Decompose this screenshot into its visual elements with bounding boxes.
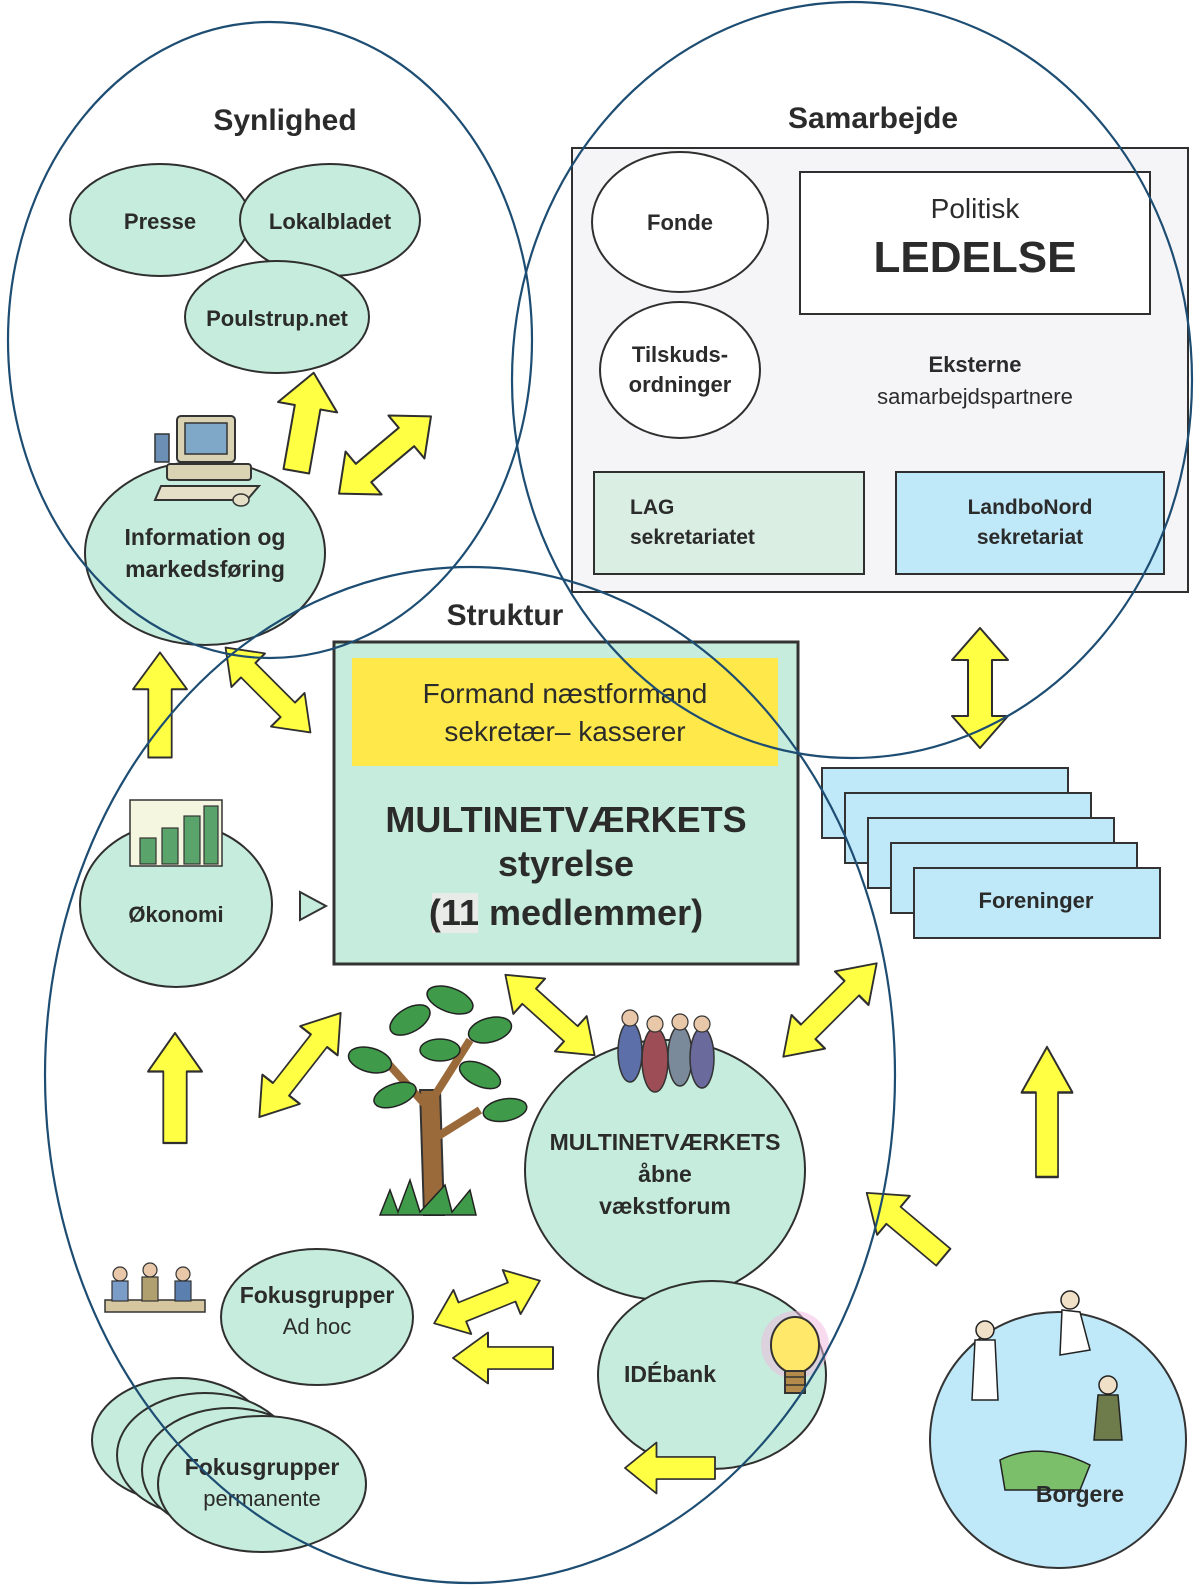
synlighed-circle xyxy=(6,20,534,660)
poulstrup-label: Poulstrup.net xyxy=(206,306,348,331)
member-count: 11 xyxy=(441,892,479,933)
arrow-info-board xyxy=(207,629,329,751)
arrow-borgere-to-vaekstforum xyxy=(849,1172,961,1278)
bar-chart-icon xyxy=(129,799,223,867)
arrow-idebank-to-fokus xyxy=(452,1331,554,1385)
lag-label-2: sekretariatet xyxy=(630,526,755,549)
struktur-circle xyxy=(43,565,897,1585)
board-title-3-prefix: ( xyxy=(429,892,441,933)
lag-box xyxy=(593,471,865,575)
borgere-oval xyxy=(929,1311,1187,1569)
vaekstforum-label-1: MULTINETVÆRKETS xyxy=(550,1129,781,1155)
officers-label-1: Formand næstformand xyxy=(423,678,708,709)
arrow-vaekstforum-foreninger xyxy=(765,945,895,1075)
landbonord-label-1: LandboNord xyxy=(968,496,1093,519)
okonomi-pointer xyxy=(299,890,329,922)
politisk-ledelse-box xyxy=(799,171,1151,315)
poulstrup-oval xyxy=(184,260,370,374)
synlighed-title: Synlighed xyxy=(213,104,356,137)
samarbejde-circle xyxy=(510,0,1194,760)
fokus-adhoc-oval xyxy=(220,1248,414,1386)
arrow-info-samarbejde xyxy=(320,393,450,517)
samarbejde-title: Samarbejde xyxy=(788,102,958,135)
people-icon xyxy=(971,1290,1123,1491)
tilskud-oval xyxy=(599,301,761,439)
okonomi-label: Økonomi xyxy=(128,902,223,927)
foreninger-card-5 xyxy=(913,867,1161,939)
crowd-icon xyxy=(617,1009,715,1093)
arrow-board-vaekstforum xyxy=(488,956,612,1074)
lokalbladet-label: Lokalbladet xyxy=(269,209,392,234)
fokus-perm-label-2: permanente xyxy=(203,1486,320,1511)
ledelse-label: LEDELSE xyxy=(874,233,1077,282)
computer-icon xyxy=(153,415,262,507)
eksterne-label-2: samarbejdspartnere xyxy=(877,384,1073,409)
member-count-highlight xyxy=(432,893,478,933)
lightbulb-icon xyxy=(761,1311,829,1394)
landbonord-label-2: sekretariat xyxy=(977,526,1083,549)
vaekstforum-label-2: åbne xyxy=(638,1161,692,1187)
board-title-1: MULTINETVÆRKETS xyxy=(385,799,746,840)
officers-label-2: sekretær– kasserer xyxy=(444,716,685,747)
tree-icon xyxy=(347,985,528,1216)
tilskud-label-1: Tilskuds- xyxy=(632,342,728,367)
arrow-fokus-board xyxy=(239,997,361,1133)
board-title-3-suffix: medlemmer) xyxy=(479,892,703,933)
arrow-fokus-to-okonomi xyxy=(146,1031,204,1145)
information-label-1: Information og xyxy=(125,524,286,550)
arrow-borgere-to-foreninger xyxy=(1020,1045,1074,1179)
lag-label-1: LAG xyxy=(630,496,674,519)
vaekstforum-label-3: vækstforum xyxy=(599,1193,731,1219)
fokus-perm-label-1: Fokusgrupper xyxy=(185,1454,340,1480)
idebank-label: IDÉbank xyxy=(624,1360,716,1387)
tilskud-label-2: ordninger xyxy=(629,372,732,397)
politisk-label: Politisk xyxy=(931,193,1021,224)
struktur-title: Struktur xyxy=(447,599,564,632)
information-label-2: markedsføring xyxy=(125,556,285,582)
fonde-oval xyxy=(591,151,769,293)
arrow-info-to-poulstrup xyxy=(265,366,345,478)
eksterne-label-1: Eksterne xyxy=(929,352,1022,377)
foreninger-label: Foreninger xyxy=(979,888,1094,913)
fonde-label: Fonde xyxy=(647,210,713,235)
board-title-2: styrelse xyxy=(498,843,634,884)
borgere-label: Borgere xyxy=(1036,1481,1124,1507)
fokus-adhoc-label-1: Fokusgrupper xyxy=(240,1282,395,1308)
fokus-adhoc-label-2: Ad hoc xyxy=(283,1314,352,1339)
landbonord-box xyxy=(895,471,1165,575)
fokus-permanent-oval xyxy=(157,1415,367,1553)
meeting-icon xyxy=(104,1262,206,1313)
officers-box xyxy=(352,658,778,766)
presse-label: Presse xyxy=(124,209,196,234)
board-title-3: (11 medlemmer) xyxy=(429,892,703,933)
